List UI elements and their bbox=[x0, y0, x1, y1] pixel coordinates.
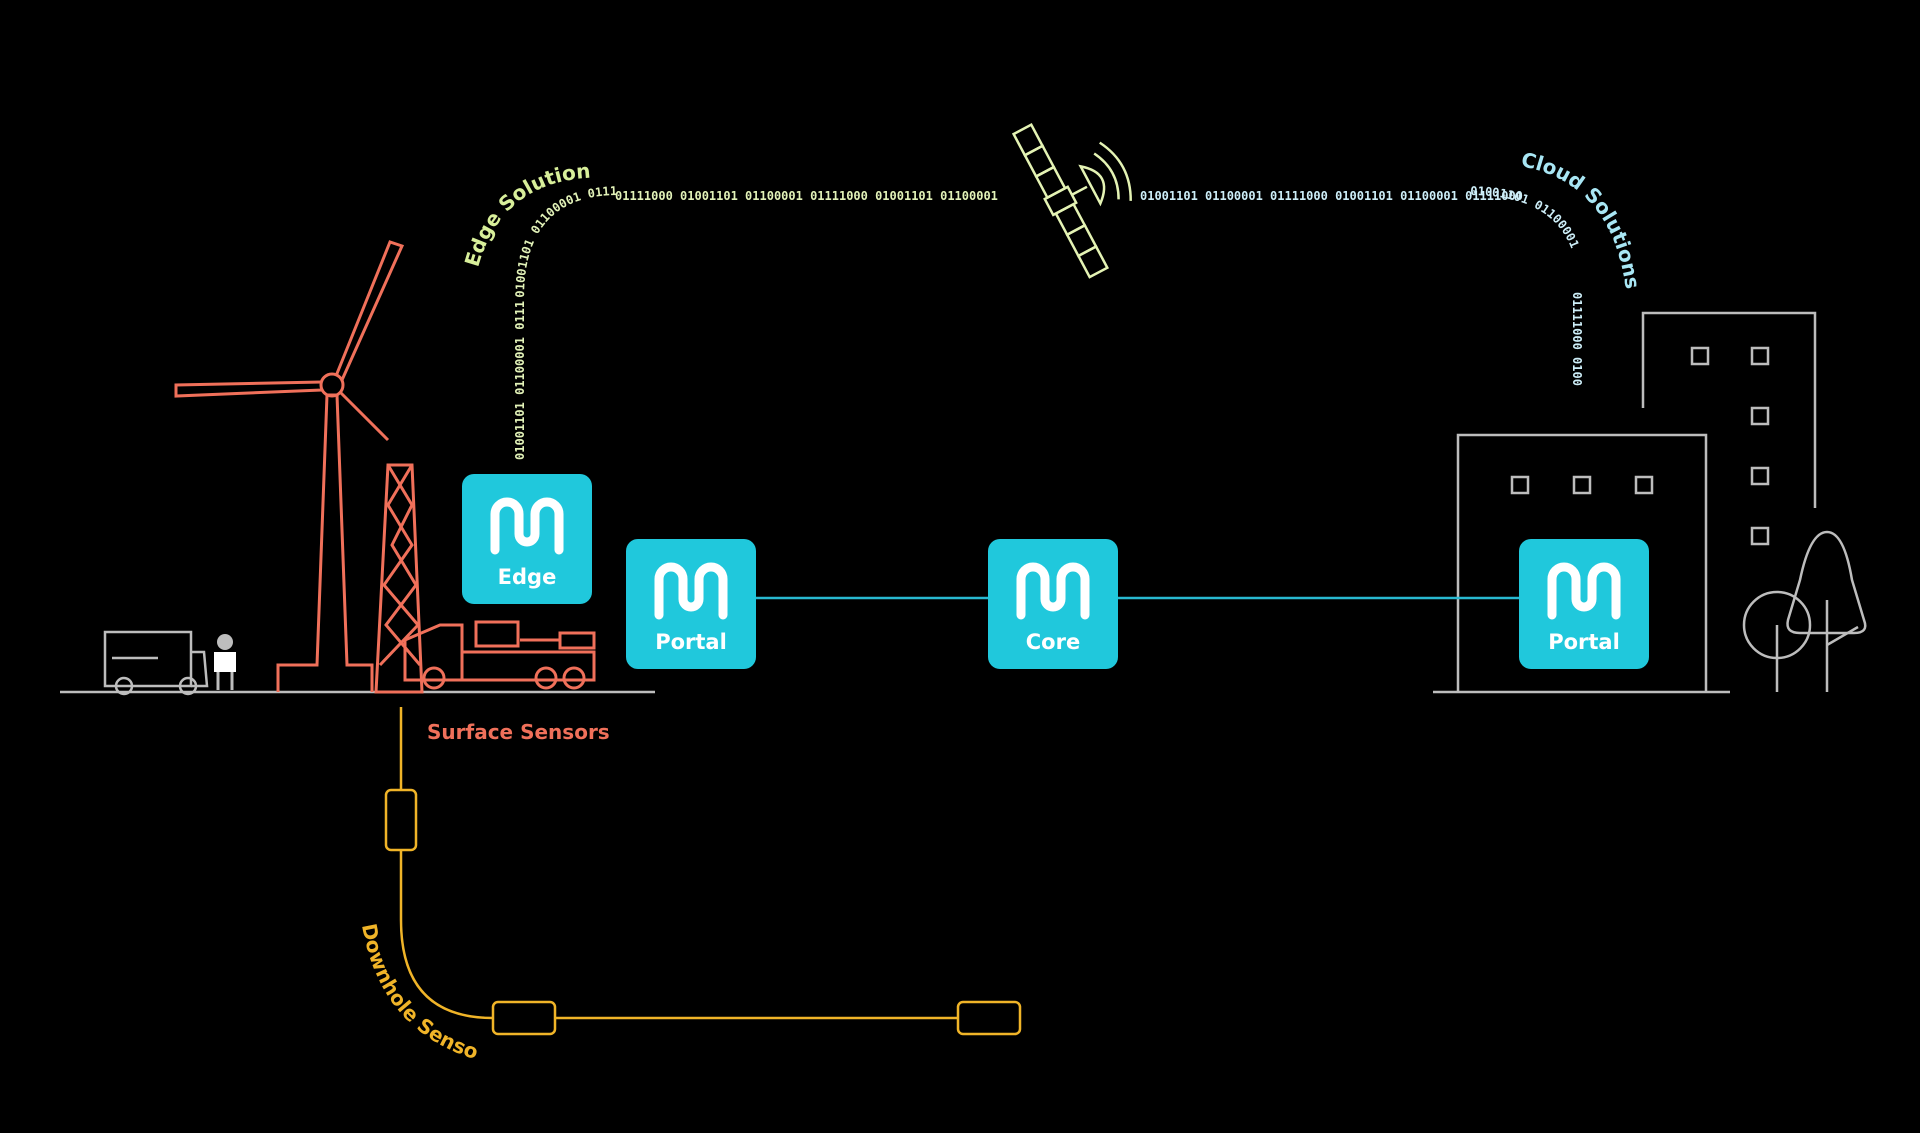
wind-turbine-icon bbox=[174, 240, 405, 692]
portal-right-tile[interactable]: Portal bbox=[1519, 539, 1649, 669]
edge-tile[interactable]: Edge bbox=[462, 474, 592, 604]
satellite-icon bbox=[1011, 122, 1132, 279]
portal-left-tile-label: Portal bbox=[655, 630, 727, 654]
surface-sensors-label: Surface Sensors bbox=[427, 720, 610, 744]
cloud-binary-horizontal: 01001101 01100001 01111000 01001101 0110… bbox=[1140, 189, 1523, 203]
cloud-solutions-label: Cloud Solutions bbox=[1519, 147, 1645, 290]
office-building-icon bbox=[1456, 433, 1708, 692]
edge-binary-horizontal: 01111000 01001101 01100001 01111000 0100… bbox=[615, 189, 998, 203]
service-truck-icon bbox=[103, 630, 209, 696]
cloud-binary-arc: 01001101 01100001 bbox=[1470, 184, 1582, 250]
trees-icon bbox=[1742, 530, 1867, 692]
drilling-rig-icon bbox=[374, 463, 424, 694]
portal-left-tile[interactable]: Portal bbox=[626, 539, 756, 669]
tower-building-icon bbox=[1641, 311, 1817, 546]
core-tile[interactable]: Core bbox=[988, 539, 1118, 669]
downhole-sensors-label: Downhole Sensors bbox=[0, 0, 481, 1064]
portal-right-tile-label: Portal bbox=[1548, 630, 1620, 654]
truck-icon bbox=[403, 620, 596, 690]
edge-tile-label: Edge bbox=[498, 565, 557, 589]
m-wave-logo-icon bbox=[1016, 562, 1090, 620]
edge-solutions-label: Edge Solutions bbox=[0, 0, 591, 269]
worker-icon bbox=[214, 634, 236, 690]
downhole-cable bbox=[384, 707, 1022, 1036]
m-wave-logo-icon bbox=[1547, 562, 1621, 620]
cloud-binary-vertical: 01111000 0100 bbox=[1570, 292, 1584, 386]
core-tile-label: Core bbox=[1026, 630, 1080, 654]
m-wave-logo-icon bbox=[490, 497, 564, 555]
m-wave-logo-icon bbox=[654, 562, 728, 620]
edge-binary-arc: 01001101 01100001 01111000 01001101 0110… bbox=[0, 0, 617, 298]
